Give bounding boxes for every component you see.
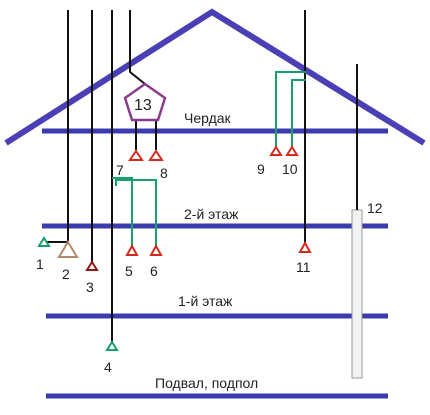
- marker-2: [57, 240, 79, 258]
- marker-3: [85, 260, 99, 271]
- pipe-13: [129, 10, 146, 85]
- green-pipe-6: [115, 179, 157, 246]
- label-8: 8: [160, 165, 168, 181]
- marker-1: [37, 236, 51, 247]
- label-2: 2: [62, 266, 70, 282]
- label-6: 6: [150, 263, 158, 279]
- marker-5: [125, 243, 139, 256]
- green-pipe-5: [112, 177, 133, 246]
- basement-label: Подвал, подпол: [155, 375, 258, 391]
- pentagon-13: [123, 82, 167, 122]
- marker-6: [149, 243, 163, 256]
- marker-8: [148, 149, 164, 161]
- label-11: 11: [296, 259, 311, 275]
- label-9: 9: [257, 161, 265, 177]
- roof-outline: [4, 8, 426, 146]
- label-3: 3: [86, 279, 94, 295]
- green-pipes: [112, 71, 306, 246]
- label-4: 4: [104, 359, 112, 375]
- label-12: 12: [367, 200, 383, 216]
- marker-9: [269, 145, 283, 156]
- label-10: 10: [282, 161, 298, 177]
- attic-label: Чердак: [184, 110, 232, 126]
- marker-7: [128, 149, 144, 161]
- marker-11: [298, 240, 312, 253]
- channel-12: [351, 209, 363, 379]
- pipes: [46, 10, 358, 342]
- marker-10: [285, 145, 299, 156]
- marker-4: [105, 340, 119, 351]
- label-1: 1: [36, 256, 44, 272]
- label-13: 13: [134, 97, 152, 114]
- green-pipe-9: [275, 71, 306, 147]
- label-7: 7: [116, 162, 124, 178]
- label-5: 5: [125, 263, 133, 279]
- first-floor-label: 1-й этаж: [178, 293, 233, 309]
- second-floor-label: 2-й этаж: [184, 206, 239, 222]
- green-pipe-10: [291, 79, 306, 147]
